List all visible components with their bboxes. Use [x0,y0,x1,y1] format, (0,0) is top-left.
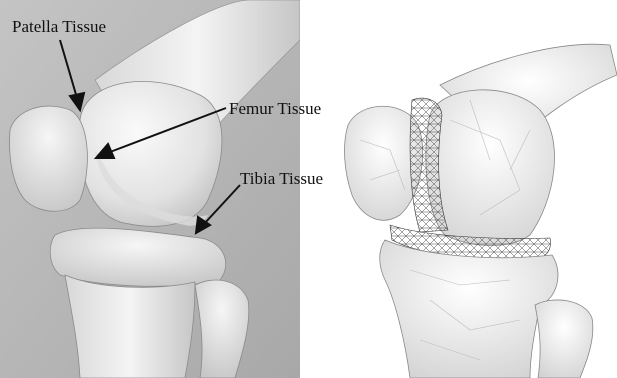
mesh-knee-render [330,0,617,378]
patella-bone [10,106,88,211]
tibia-shaft [65,275,195,378]
smooth-knee-render [0,0,300,378]
smooth-knee-svg [0,0,300,378]
label-tibia-tissue: Tibia Tissue [240,170,323,187]
mesh-tibia [380,240,558,378]
mesh-fibula [535,300,593,378]
label-femur-tissue: Femur Tissue [229,100,321,117]
label-patella-tissue: Patella Tissue [12,18,106,35]
mesh-knee-svg [330,0,617,378]
